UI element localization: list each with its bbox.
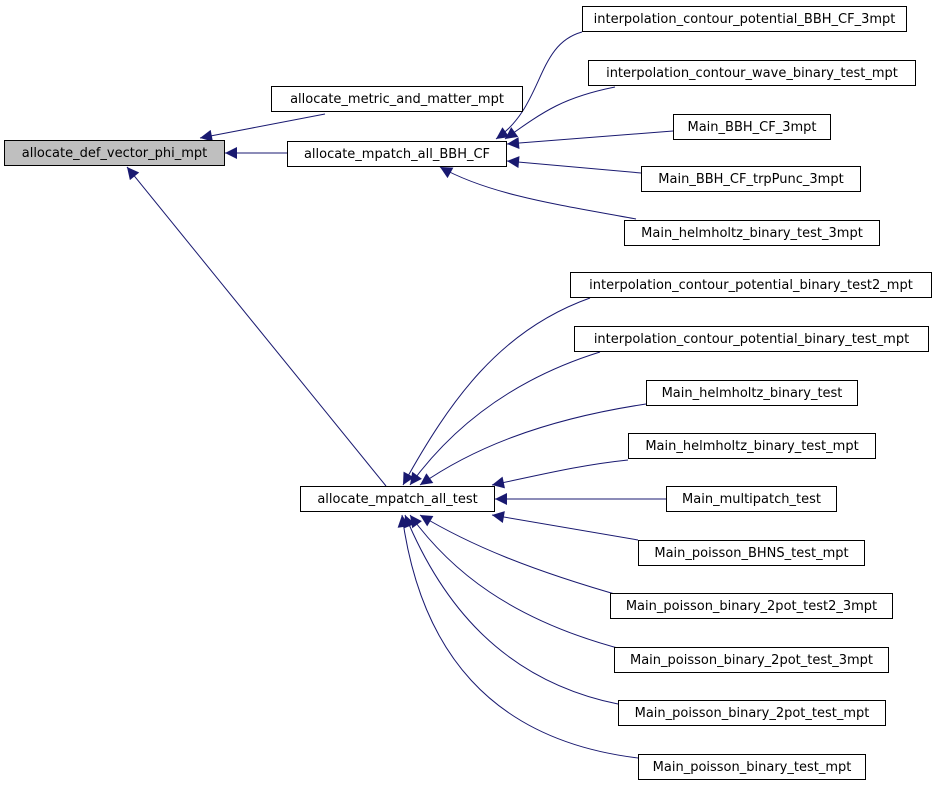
node-allocate-def-vector-phi-mpt: allocate_def_vector_phi_mpt	[4, 140, 225, 166]
edge-interp-test2-to-test	[402, 297, 591, 486]
node-main-poisson-binary-2pot-test-mpt[interactable]: Main_poisson_binary_2pot_test_mpt	[618, 700, 886, 726]
edge-main-bhns-to-test	[491, 511, 639, 541]
node-main-poisson-binary-2pot-test2-3mpt[interactable]: Main_poisson_binary_2pot_test2_3mpt	[610, 593, 893, 619]
edge-poisson-test-mpt-to-test	[397, 514, 639, 759]
edge-metric-matter-to-root	[199, 113, 326, 142]
node-main-helmholtz-binary-test-3mpt[interactable]: Main_helmholtz_binary_test_3mpt	[624, 220, 880, 246]
node-main-bbh-cf-trppunc-3mpt[interactable]: Main_BBH_CF_trpPunc_3mpt	[641, 166, 861, 192]
node-main-helmholtz-binary-test[interactable]: Main_helmholtz_binary_test	[646, 380, 858, 406]
edge-main-helm-3mpt-to-bbh-cf	[439, 166, 637, 220]
node-main-bbh-cf-3mpt[interactable]: Main_BBH_CF_3mpt	[673, 114, 831, 140]
edge-mpatch-test-to-root	[126, 166, 387, 487]
node-main-multipatch-test[interactable]: Main_multipatch_test	[666, 486, 837, 512]
edge-main-helm-test-mpt-to-test	[491, 459, 629, 489]
edge-2pot-test-3mpt-to-test	[409, 514, 626, 651]
node-allocate-metric-and-matter-mpt[interactable]: allocate_metric_and_matter_mpt	[271, 86, 523, 112]
node-interpolation-contour-potential-binary-test2-mpt[interactable]: interpolation_contour_potential_binary_t…	[570, 272, 932, 298]
node-allocate-mpatch-all-test[interactable]: allocate_mpatch_all_test	[300, 486, 495, 512]
node-allocate-mpatch-all-bbh-cf[interactable]: allocate_mpatch_all_BBH_CF	[287, 141, 507, 167]
edge-main-trppunc-to-bbh-cf	[506, 156, 642, 174]
node-interpolation-contour-potential-bbh-cf-3mpt[interactable]: interpolation_contour_potential_BBH_CF_3…	[582, 6, 907, 32]
node-main-poisson-binary-2pot-test-3mpt[interactable]: Main_poisson_binary_2pot_test_3mpt	[614, 647, 889, 673]
node-main-helmholtz-binary-test-mpt[interactable]: Main_helmholtz_binary_test_mpt	[628, 433, 876, 459]
edge-2pot-test2-to-test	[419, 514, 626, 598]
node-main-poisson-binary-test-mpt[interactable]: Main_poisson_binary_test_mpt	[638, 754, 866, 780]
edge-main-helm-test-to-test	[419, 403, 647, 486]
node-interpolation-contour-potential-binary-test-mpt[interactable]: interpolation_contour_potential_binary_t…	[574, 326, 929, 352]
edge-interp-wave-to-bbh-cf	[504, 86, 616, 140]
edge-2pot-test-mpt-to-test	[404, 514, 619, 705]
edge-main-bbh-cf-to-bbh-cf	[506, 130, 674, 150]
node-interpolation-contour-wave-binary-test-mpt[interactable]: interpolation_contour_wave_binary_test_m…	[588, 60, 916, 86]
node-main-poisson-bhns-test-mpt[interactable]: Main_poisson_BHNS_test_mpt	[638, 540, 865, 566]
edge-interp-test-to-test	[409, 351, 601, 486]
edge-interp-bbh-to-bbh-cf	[495, 31, 583, 140]
